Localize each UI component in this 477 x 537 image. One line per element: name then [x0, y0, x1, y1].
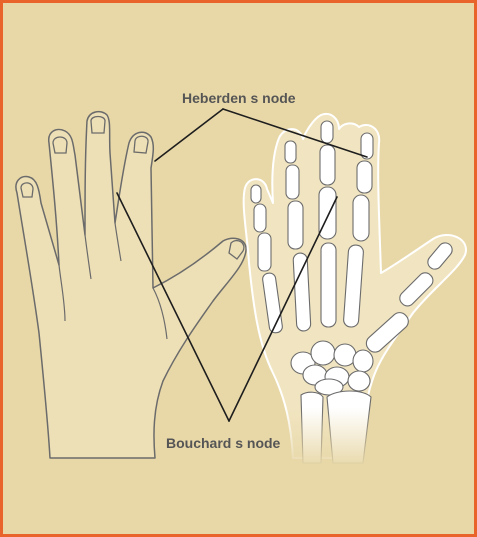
hand-skeleton-icon	[242, 113, 467, 468]
nail-little	[20, 182, 34, 198]
wrist-fade	[273, 408, 393, 468]
skeleton-thumb	[365, 242, 453, 353]
heberden-pointer-left	[154, 108, 224, 162]
hand-outline-icon	[15, 110, 247, 459]
pointer-lines	[116, 108, 368, 422]
skeleton-index-finger	[343, 132, 374, 328]
hand-outline-palm	[15, 110, 247, 459]
skeleton-carpals	[290, 340, 374, 396]
skeleton-ring-finger	[284, 140, 312, 332]
finger-line-3	[114, 222, 122, 262]
nail-middle	[90, 115, 106, 134]
heberden-pointer-right	[222, 108, 368, 158]
finger-line-2	[84, 234, 92, 280]
bouchard-node-label: Bouchard s node	[166, 435, 281, 451]
hand-nodes-diagram: Heberden s node Bouchard s node	[15, 90, 467, 468]
heberden-node-label: Heberden s node	[182, 90, 296, 106]
bouchard-pointer-right	[228, 196, 338, 422]
thumb-crease	[152, 287, 168, 340]
skeleton-little-finger	[250, 184, 283, 334]
finger-line-1	[58, 264, 66, 322]
nail-thumb	[228, 239, 245, 260]
nail-index	[133, 135, 149, 154]
skeleton-middle-finger	[318, 120, 337, 328]
bouchard-pointer-left	[116, 192, 230, 422]
nail-ring	[52, 136, 68, 154]
